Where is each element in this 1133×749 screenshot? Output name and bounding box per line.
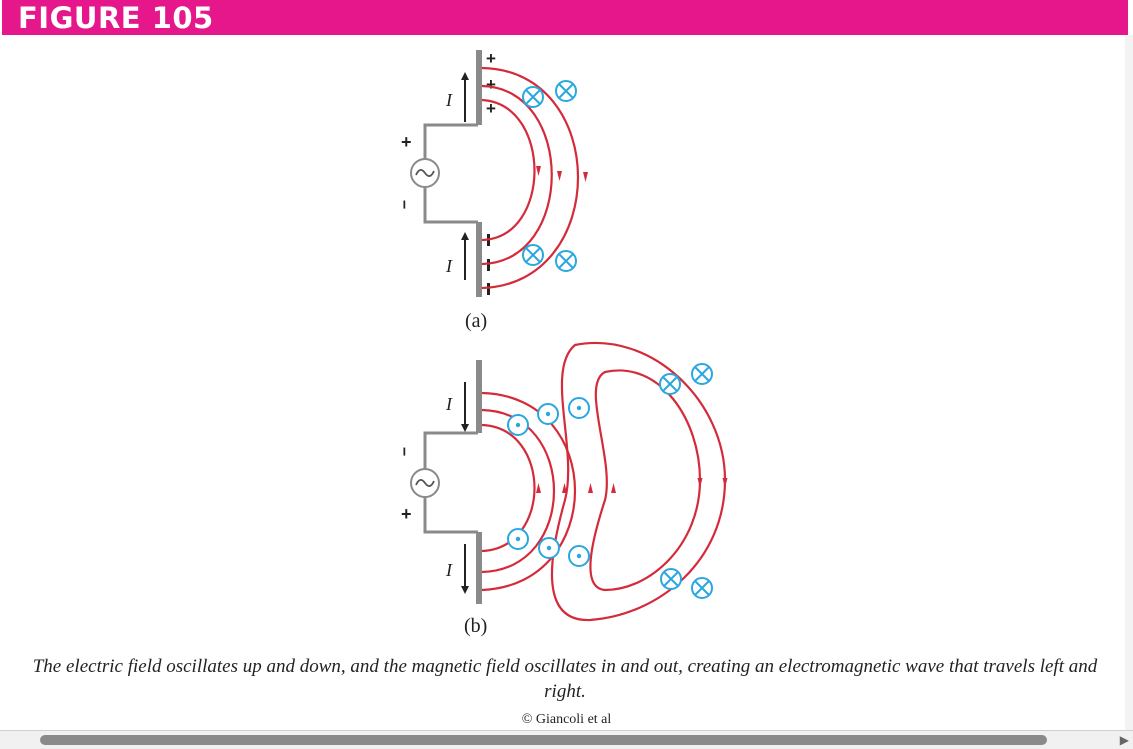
b-field-out-icon bbox=[538, 537, 560, 559]
horizontal-scrollbar[interactable]: ▶ bbox=[0, 730, 1133, 749]
scrollbar-thumb[interactable] bbox=[40, 735, 1047, 745]
current-label-top-a: I bbox=[445, 90, 453, 110]
e-field-arrow-loop-left bbox=[611, 483, 616, 493]
page-edge-shade bbox=[1125, 35, 1133, 735]
b-field-in-icon bbox=[691, 363, 713, 385]
ac-source-icon bbox=[410, 468, 440, 498]
e-field-line-b-1 bbox=[481, 423, 536, 553]
b-field-in-icon bbox=[691, 577, 713, 599]
b-field-in-icon bbox=[555, 80, 577, 102]
b-field-in-icon bbox=[660, 568, 682, 590]
e-field-arrow-b-1 bbox=[536, 483, 541, 493]
panel-b: − + I I (b) bbox=[395, 342, 728, 637]
figure-header-bar: FIGURE 105 bbox=[2, 0, 1128, 35]
e-field-line-a-3 bbox=[481, 66, 580, 290]
panel-b-label: (b) bbox=[464, 615, 487, 637]
current-label-top-b: I bbox=[445, 394, 453, 414]
b-field-out-icon bbox=[568, 545, 590, 567]
b-field-in-icon bbox=[659, 373, 681, 395]
ac-source-icon bbox=[410, 158, 440, 188]
charge-plus-1: + bbox=[486, 49, 496, 68]
panel-a-label: (a) bbox=[465, 310, 487, 332]
charge-minus-2 bbox=[487, 259, 490, 271]
figure-credit: © Giancoli et al bbox=[521, 712, 612, 727]
e-field-loop-inner bbox=[589, 369, 702, 592]
e-field-line-a-1 bbox=[481, 98, 536, 242]
b-field-in-icon bbox=[522, 244, 544, 266]
e-field-arrow-b-2 bbox=[562, 483, 567, 493]
antenna-rod-bottom-b bbox=[476, 532, 482, 604]
e-field-line-b-3 bbox=[481, 391, 576, 592]
source-plus-sign: + bbox=[401, 504, 412, 524]
figure-title: FIGURE 105 bbox=[18, 1, 214, 35]
charge-minus-3 bbox=[487, 283, 490, 295]
figure-caption: The electric field oscillates up and dow… bbox=[32, 656, 1098, 702]
e-field-arrow-b-3 bbox=[588, 483, 593, 493]
e-field-arrow-a-2 bbox=[557, 171, 562, 181]
antenna-rod-top-b bbox=[476, 360, 482, 433]
panel-a: + − I I + + + (a) bbox=[395, 49, 588, 332]
e-field-line-a-2 bbox=[481, 84, 553, 266]
b-field-out-icon bbox=[568, 397, 590, 419]
b-field-in-icon bbox=[555, 250, 577, 272]
antenna-rod-top-a bbox=[476, 50, 482, 125]
source-minus-sign: − bbox=[395, 447, 412, 456]
scroll-right-arrow-icon[interactable]: ▶ bbox=[1119, 733, 1129, 747]
antenna-rod-bottom-a bbox=[476, 222, 482, 297]
e-field-loop-outer bbox=[550, 342, 727, 622]
circuit-wire-a bbox=[423, 123, 478, 224]
charge-plus-2: + bbox=[486, 75, 496, 94]
charge-plus-3: + bbox=[486, 99, 496, 118]
e-field-arrow-loop-outer bbox=[722, 478, 728, 488]
b-field-out-icon bbox=[507, 528, 529, 550]
e-field-arrow-a-1 bbox=[536, 166, 541, 176]
source-plus-sign: + bbox=[401, 132, 412, 152]
b-field-in-icon bbox=[522, 86, 544, 108]
e-field-arrow-loop-inner bbox=[697, 478, 703, 488]
source-minus-sign: − bbox=[395, 200, 412, 209]
antenna-diagram: + − I I + + + (a) − bbox=[395, 49, 728, 637]
e-field-arrow-a-3 bbox=[583, 172, 588, 182]
current-label-bottom-b: I bbox=[445, 560, 453, 580]
b-field-out-icon bbox=[507, 414, 529, 436]
circuit-wire-b bbox=[423, 431, 478, 534]
b-field-out-icon bbox=[537, 403, 559, 425]
current-label-bottom-a: I bbox=[445, 256, 453, 276]
